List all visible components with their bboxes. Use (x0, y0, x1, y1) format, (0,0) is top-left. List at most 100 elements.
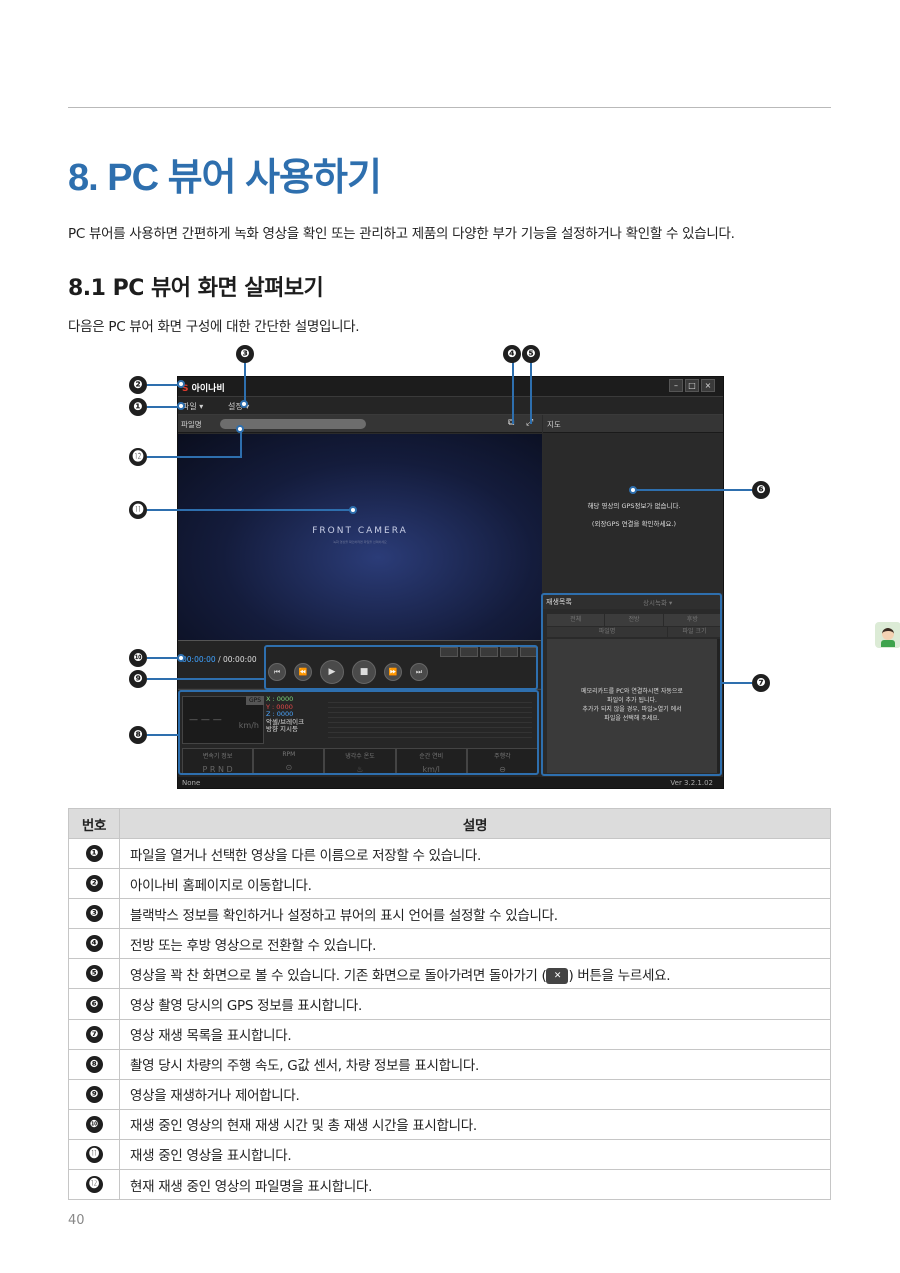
highlight-playlist (541, 593, 722, 776)
row-desc: 전방 또는 후방 영상으로 전환할 수 있습니다. (119, 928, 831, 960)
last-icon[interactable]: ⏭ (410, 663, 428, 681)
callout-line-7 (722, 682, 752, 684)
no-gps-message: 해당 영상의 GPS정보가 없습니다. (587, 502, 681, 510)
callout-1: ❶ (129, 398, 147, 416)
row-desc: 파일을 열거나 선택한 영상을 다른 이름으로 저장할 수 있습니다. (119, 837, 831, 870)
callout-6: ❻ (752, 481, 770, 499)
status-bar: None Ver 3.2.1.02 (178, 777, 723, 788)
file-label: 파일명 (181, 420, 202, 429)
row-desc: 현재 재생 중인 영상의 파일명을 표시합니다. (119, 1169, 831, 1201)
tab-front[interactable]: 전방 (605, 614, 663, 626)
row-desc: 블랙박스 정보를 확인하거나 설정하고 뷰어의 표시 언어를 설정할 수 있습니… (119, 898, 831, 930)
zoom-icon[interactable] (460, 647, 478, 657)
playlist-msg-line: 추가가 되지 않을 경우, 파일>열기 에서 (582, 706, 682, 713)
map-bar: 지도 (543, 415, 723, 433)
callout-dot-6 (629, 486, 637, 494)
row-desc: 영상을 재생하거나 제어합니다. (119, 1078, 831, 1110)
g-sensor-graph (328, 698, 532, 738)
fullscreen-icon[interactable]: ⤢ (526, 418, 533, 428)
highlight-controls (264, 645, 538, 690)
gps-badge: GPS (246, 696, 264, 705)
playlist-dropdown[interactable]: 상시녹화 ▾ (643, 599, 673, 607)
app-logo[interactable]: S 아이나비 (182, 381, 225, 394)
first-icon[interactable]: ⏮ (268, 663, 286, 681)
maximize-button[interactable]: □ (685, 379, 699, 392)
play-icon[interactable]: ▶ (320, 660, 344, 684)
tool-buttons (440, 647, 538, 657)
row-desc-text: 영상을 꽉 찬 화면으로 볼 수 있습니다. 기존 화면으로 돌아가려면 돌아가… (130, 967, 547, 984)
row-number: ⓫ (68, 1138, 120, 1171)
callout-line-10 (147, 657, 183, 659)
current-time: 00:00:00 (182, 655, 216, 664)
callout-line-3 (244, 362, 246, 406)
callout-dot-11 (349, 506, 357, 514)
row-desc: 영상 재생 목록을 표시합니다. (119, 1018, 831, 1050)
col-filename[interactable]: 파일명 (547, 627, 667, 637)
speed-unit: km/h (238, 721, 259, 730)
rotate-icon[interactable] (480, 647, 498, 657)
playlist-scrollbar[interactable] (717, 639, 721, 773)
stat-label: 냉각수 온도 (345, 753, 375, 760)
return-button-icon: ✕ (546, 967, 569, 984)
callout-line-6 (632, 489, 752, 491)
rewind-icon[interactable]: ⏪ (294, 663, 312, 681)
row-number: ❽ (68, 1048, 120, 1080)
menu-file[interactable]: 파일 ▾ (182, 402, 204, 411)
stop-icon[interactable]: ■ (352, 660, 376, 684)
col-filesize[interactable]: 파일 크기 (668, 627, 721, 637)
callout-dot-1 (177, 402, 185, 410)
callout-7: ❼ (752, 674, 770, 692)
camera-switch-icon[interactable]: ⧉ (508, 418, 514, 428)
close-button[interactable]: × (701, 379, 715, 392)
stat-steering: 주행각⊖ (466, 748, 539, 774)
page-number: 40 (68, 1213, 85, 1228)
row-badge: ❿ (85, 1115, 103, 1133)
minimize-button[interactable]: – (669, 379, 683, 392)
tab-rear[interactable]: 후방 (663, 614, 721, 626)
callout-dot-12 (236, 425, 244, 433)
row-badge: ⓫ (85, 1145, 103, 1163)
playlist-header: 재생목록 상시녹화 ▾ (543, 593, 723, 609)
playlist-body[interactable]: 메모리카드를 PC와 연결하시면 자동으로 파일이 추가 됩니다. 추가가 되지… (547, 639, 717, 773)
header-rule (68, 107, 831, 108)
g-x: X : 0000 (266, 695, 294, 703)
row-desc: 재생 중인 영상을 표시합니다. (119, 1138, 831, 1171)
table-row: ⓫ 재생 중인 영상을 표시합니다. (68, 1138, 831, 1171)
callout-dot-3 (240, 400, 248, 408)
section-title: 8.1 PC 뷰어 화면 살펴보기 (68, 276, 324, 301)
callout-dot-2 (177, 380, 185, 388)
highlight-sensor (178, 690, 539, 775)
mascot-body (881, 640, 895, 647)
playlist-message: 메모리카드를 PC와 연결하시면 자동으로 파일이 추가 됩니다. 추가가 되지… (547, 687, 717, 723)
callout-12: ⓬ (129, 448, 147, 466)
video-panel[interactable]: FRONT CAMERA 녹화 영상을 확인하려면 파일을 선택하세요 (178, 434, 542, 640)
mascot-icon (875, 622, 900, 648)
g-z: Z : 0000 (266, 710, 294, 718)
callout-3: ❸ (236, 345, 254, 363)
menu-bar: 파일 ▾ 설정 ▾ (178, 397, 723, 415)
playlist-panel: 재생목록 상시녹화 ▾ 전체 전방 후방 파일명 파일 크기 메모리카드를 PC… (543, 593, 723, 777)
row-badge: ❷ (85, 875, 103, 893)
logo-text: 아이나비 (191, 384, 225, 394)
stat-label: 순간 연비 (419, 753, 444, 760)
menu-settings[interactable]: 설정 ▾ (228, 402, 250, 411)
row-desc: 영상 촬영 당시의 GPS 정보를 표시합니다. (119, 988, 831, 1020)
tab-all[interactable]: 전체 (547, 614, 605, 626)
upload-icon[interactable] (500, 647, 518, 657)
front-camera-label: FRONT CAMERA (312, 526, 408, 536)
forward-icon[interactable]: ⏩ (384, 663, 402, 681)
row-number: ❼ (68, 1018, 120, 1050)
stat-value: ♨ (356, 765, 364, 774)
stat-label: 변속기 정보 (202, 753, 233, 760)
sensor-panel: — — — km/h GPS X : 0000 Y : 0000 Z : 000… (178, 689, 542, 777)
map-panel: 해당 영상의 GPS정보가 없습니다. (외장GPS 연결을 확인하세요.) (543, 434, 723, 592)
capture-icon[interactable] (440, 647, 458, 657)
g-sensor-values: X : 0000 Y : 0000 Z : 0000 악셀/브레이크 방향 지시… (266, 695, 304, 734)
